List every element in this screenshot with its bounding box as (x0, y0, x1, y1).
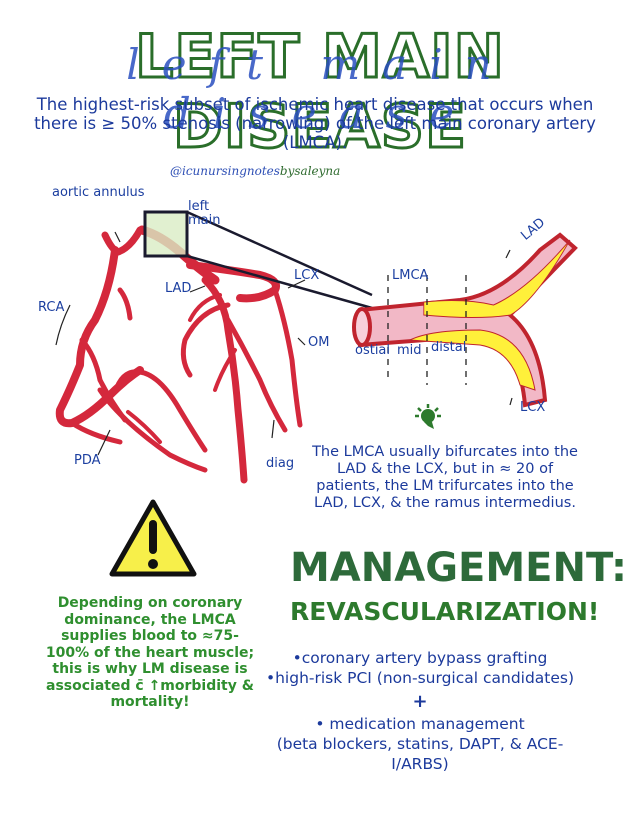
warning-text: Depending on coronary dominance, the LMC… (45, 595, 255, 710)
medication-detail: (beta blockers, statins, DAPT, & ACE-I/A… (276, 735, 564, 773)
label-lcx: LCX (294, 268, 320, 283)
plus-sign: + (412, 691, 428, 712)
management-heading: MANAGEMENT: (290, 545, 628, 591)
management-list: •coronary artery bypass grafting •high-r… (250, 648, 590, 774)
label-pda: PDA (74, 453, 101, 468)
coronary-anatomy-diagram (55, 210, 373, 484)
label-distal: distal (431, 340, 467, 355)
lightbulb-icon (415, 404, 441, 429)
page-title: LEFT MAIN DISEASE (134, 21, 506, 164)
warning-icon (109, 499, 197, 577)
zoom-box (143, 210, 189, 258)
watermark-signature: bysaleyna (279, 164, 341, 178)
label-mid: mid (397, 343, 422, 358)
revascularization-heading: REVASCULARIZATION! (290, 597, 600, 626)
lmca-detail-diagram (352, 232, 578, 408)
label-ostial: ostial (355, 343, 391, 358)
watermark-handle: @icunursingnotes (170, 164, 280, 178)
title-script-overlay: left main disease (126, 40, 514, 138)
label-lmca: LMCA (392, 268, 429, 283)
tip-text: The LMCA usually bifurcates into the LAD… (312, 444, 578, 511)
intro-definition: The highest-risk subset of ischemic hear… (34, 95, 596, 152)
label-aortic-annulus: aortic annulus (52, 185, 145, 200)
label-lad: LAD (165, 281, 192, 296)
management-item: •high-risk PCI (non-surgical candidates) (265, 669, 575, 687)
label-om: OM (308, 335, 330, 350)
label-rca: RCA (38, 300, 65, 315)
medication-item: • medication management (315, 715, 525, 733)
watermark: @icunursingnotesbysaleyna (170, 164, 430, 178)
management-item: •coronary artery bypass grafting (292, 649, 548, 667)
label-left-main: left main (188, 199, 221, 228)
label-detail-lcx: LCX (520, 400, 546, 415)
label-diag: diag (266, 456, 295, 471)
